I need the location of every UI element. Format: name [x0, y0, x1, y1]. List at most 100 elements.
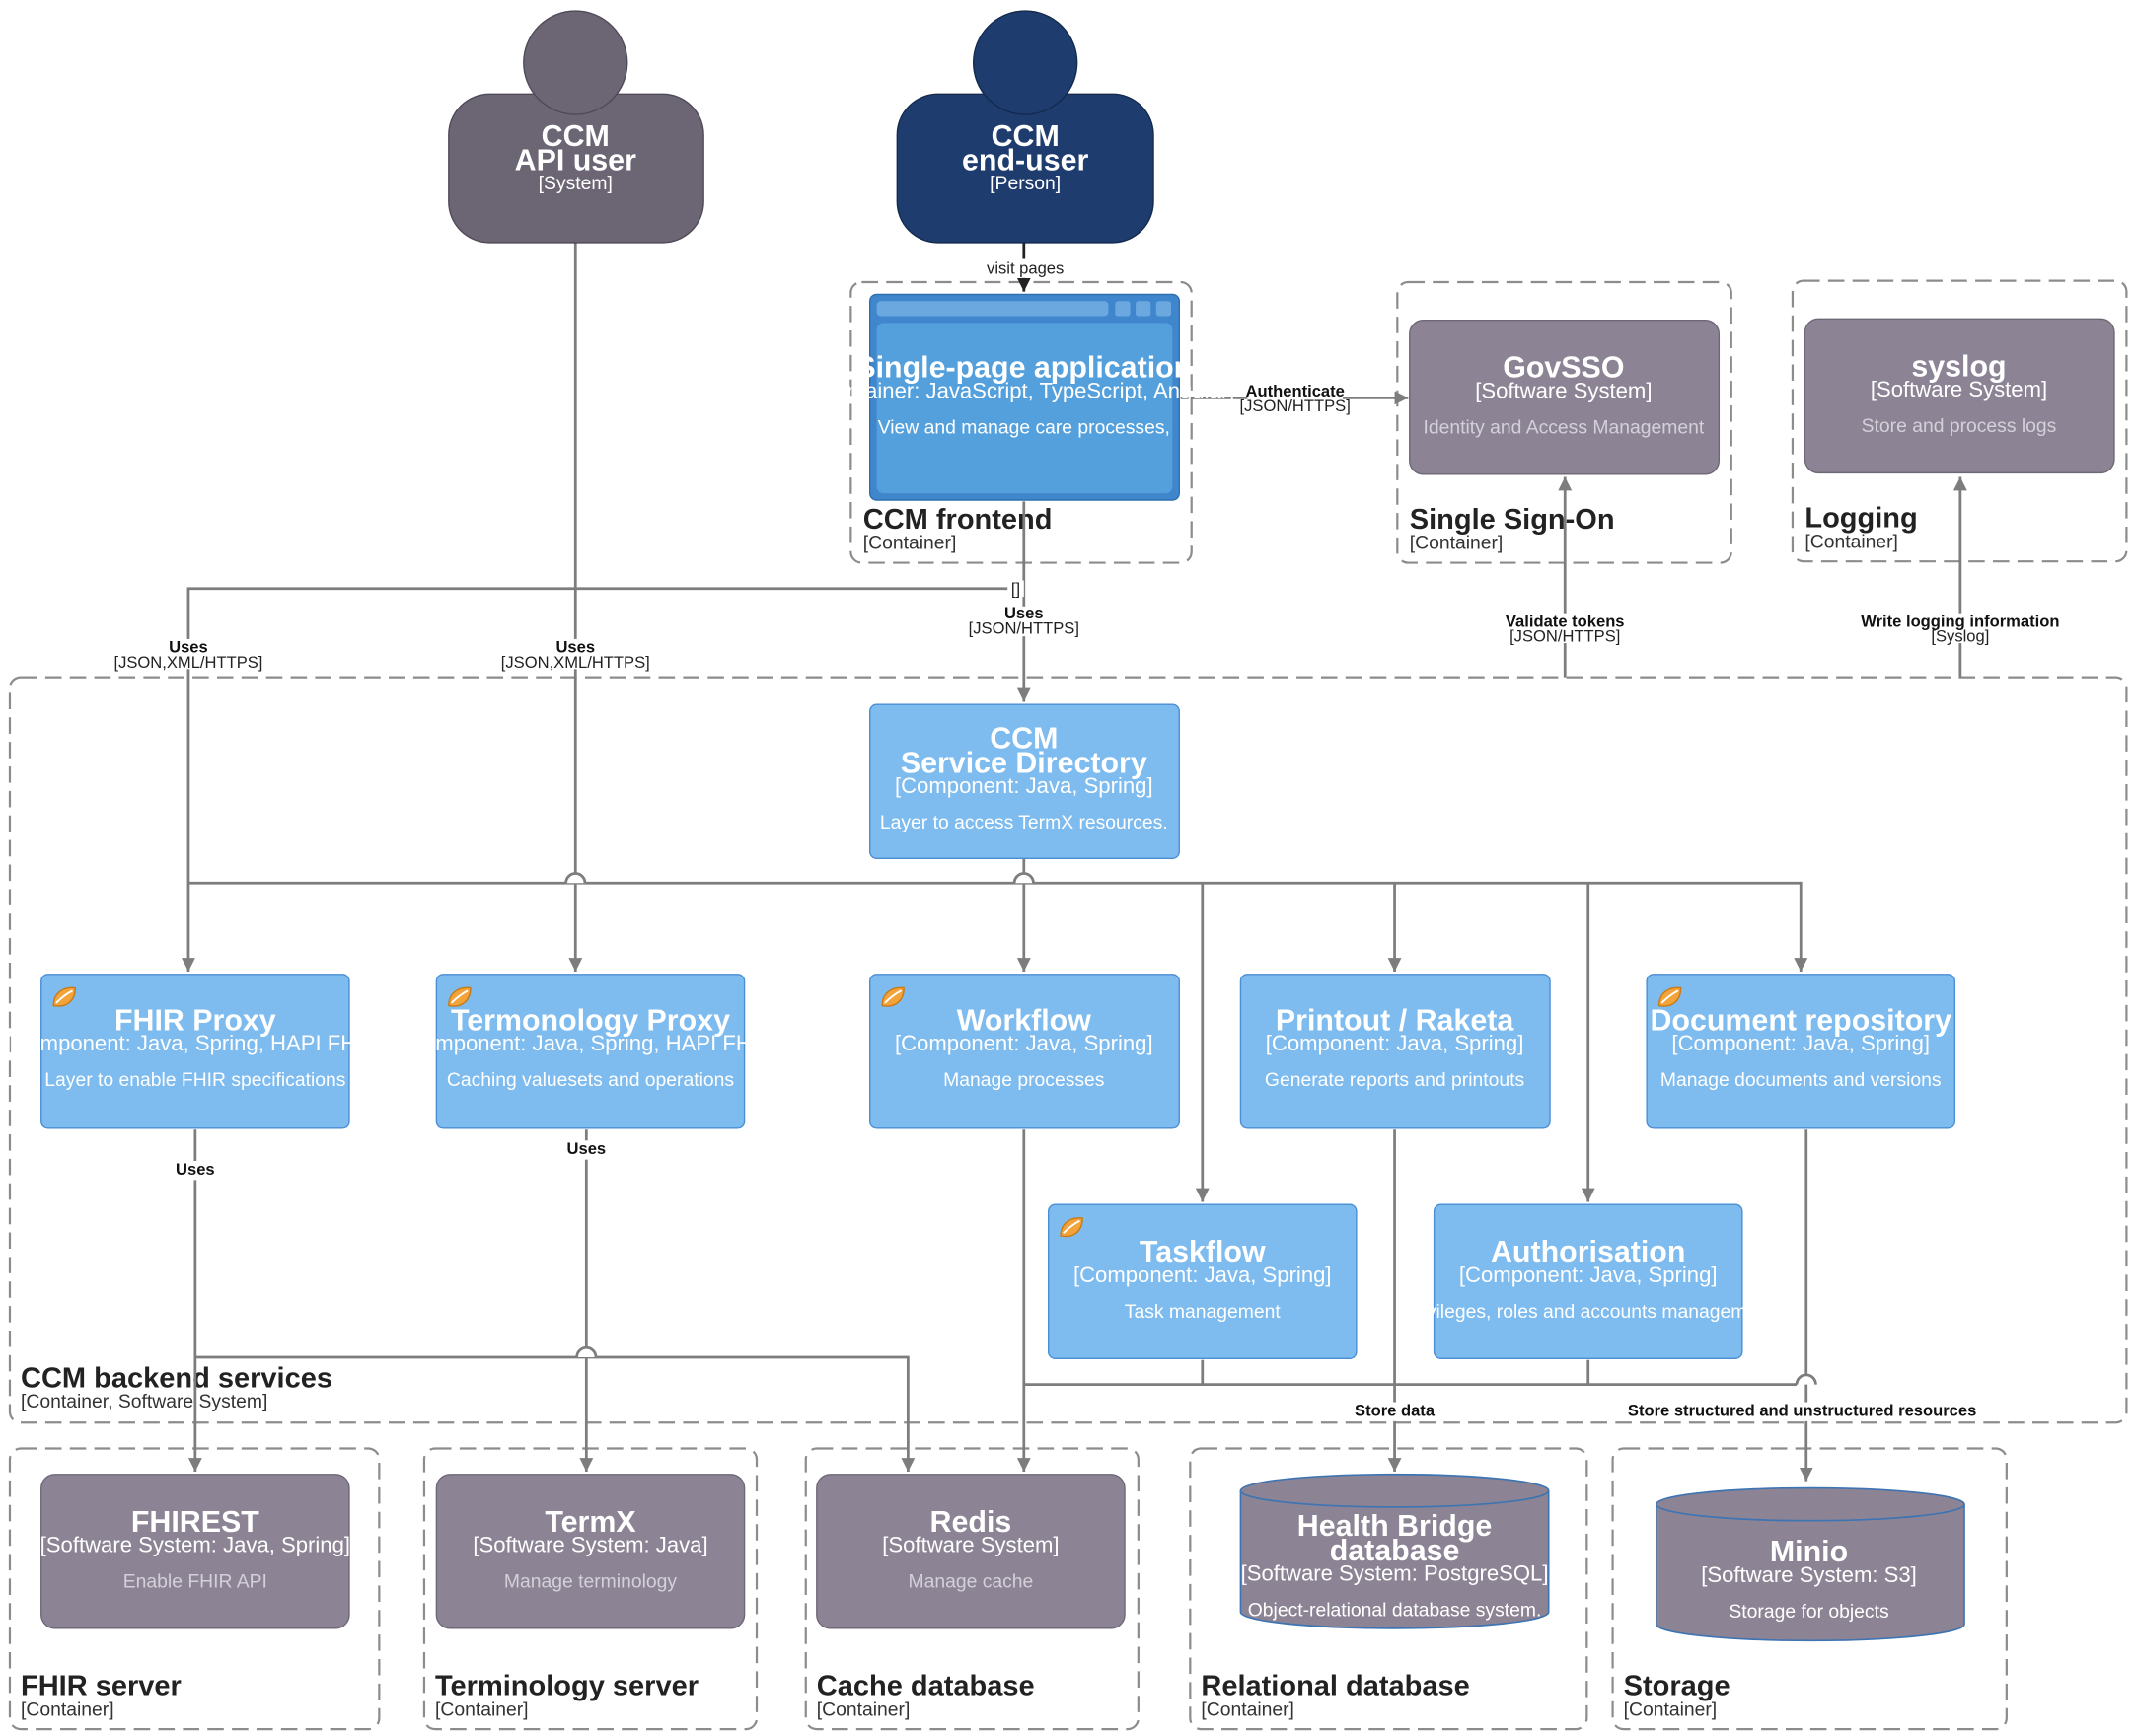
fhir-proxy-title: FHIR Proxy: [114, 1003, 276, 1037]
workflow-tech: [Component: Java, Spring]: [895, 1031, 1153, 1055]
redis-title: Redis: [930, 1505, 1012, 1539]
term-proxy-tech: [Component: Java, Spring, HAPI FHIR]: [402, 1031, 779, 1055]
spa-uses-tech: [JSON/HTTPS]: [969, 618, 1079, 637]
backend-group-title: CCM backend services: [21, 1362, 332, 1394]
govsso-title: GovSSO: [1503, 351, 1624, 385]
logging-group-title: Logging: [1804, 503, 1917, 535]
logging-group-sub: [Container]: [1804, 531, 1898, 552]
fhir-proxy-tech: [Component: Java, Spring, HAPI FHIR]: [6, 1031, 384, 1055]
sso-group-title: Single Sign-On: [1410, 504, 1615, 536]
api-user-head: [523, 10, 628, 115]
api-user-title2: API user: [515, 144, 636, 178]
end-user-actor: CCM end-user [Person]: [896, 10, 1154, 244]
term-proxy-desc: Caching valuesets and operations: [447, 1069, 734, 1091]
uses-mid-tech: [JSON,XML/HTTPS]: [501, 653, 650, 672]
minio-system: Minio [Software System: S3] Storage for …: [1655, 1486, 1965, 1642]
edge-hop: [564, 872, 587, 884]
term-proxy-title: Termonology Proxy: [451, 1003, 730, 1037]
store-data-label: Store data: [1355, 1401, 1436, 1419]
cache-db-group-title: Cache database: [817, 1671, 1035, 1702]
authorisation-component: Authorisation [Component: Java, Spring] …: [1403, 1203, 1774, 1360]
printout-desc: Generate reports and printouts: [1265, 1069, 1524, 1091]
fhirest-tech: [Software System: Java, Spring]: [40, 1533, 350, 1557]
sso-group-sub: [Container]: [1410, 533, 1504, 554]
term-proxy-component: Termonology Proxy [Component: Java, Spri…: [402, 974, 779, 1129]
cache-db-boundary: [804, 1447, 1140, 1731]
printout-tech: [Component: Java, Spring]: [1266, 1031, 1524, 1055]
govsso-desc: Identity and Access Management: [1423, 416, 1704, 438]
write-logging-label: Write logging information: [1861, 612, 2059, 630]
printout-component: Printout / Raketa [Component: Java, Spri…: [1239, 974, 1551, 1129]
term-server-group-sub: [Container]: [435, 1699, 529, 1720]
syslog-title: syslog: [1911, 349, 2006, 383]
uses-term-label: Uses: [567, 1139, 607, 1158]
fhir-proxy-component: FHIR Proxy [Component: Java, Spring, HAP…: [6, 974, 384, 1129]
uses-mid-label: Uses: [555, 638, 595, 657]
minio-tech: [Software System: S3]: [1701, 1562, 1917, 1587]
storage-boundary: [1611, 1447, 2008, 1731]
fhirest-title: FHIREST: [131, 1505, 259, 1539]
edge-hop: [1012, 872, 1035, 884]
taskflow-title: Taskflow: [1140, 1235, 1266, 1268]
authorisation-title: Authorisation: [1491, 1235, 1685, 1268]
store-resources-label: Store structured and unstructured resour…: [1628, 1401, 1976, 1419]
authenticate-tech: [JSON/HTTPS]: [1240, 397, 1351, 415]
taskflow-desc: Task management: [1125, 1301, 1282, 1323]
govsso-tech: [Software System]: [1475, 378, 1652, 402]
api-user-type: [System]: [539, 173, 613, 194]
backend-group-sub: [Container, Software System]: [21, 1391, 267, 1412]
spa-desc: View and manage care processes,: [878, 416, 1170, 438]
edges: [182, 242, 1967, 1482]
storage-group-title: Storage: [1624, 1671, 1730, 1702]
service-directory-title1: CCM: [990, 721, 1058, 755]
taskflow-component: Taskflow [Component: Java, Spring] Task …: [1047, 1203, 1358, 1360]
service-directory-component: CCM Service Directory [Component: Java, …: [868, 703, 1180, 860]
syslog-system: syslog [Software System] Store and proce…: [1804, 318, 2115, 474]
edge-labels: visit pages Authenticate [JSON/HTTPS] Va…: [113, 258, 2059, 1421]
taskflow-tech: [Component: Java, Spring]: [1073, 1263, 1332, 1287]
edge-hop: [1795, 1373, 1817, 1385]
end-user-head: [972, 10, 1078, 115]
workflow-component: Workflow [Component: Java, Spring] Manag…: [868, 974, 1180, 1129]
redis-desc: Manage cache: [909, 1570, 1034, 1592]
spa-container: Single-page application [Container: Java…: [813, 293, 1234, 501]
spa-tech: [Container: JavaScript, TypeScript, Angu…: [813, 378, 1234, 402]
storage-group-sub: [Container]: [1624, 1699, 1718, 1720]
validate-tokens-tech: [JSON/HTTPS]: [1509, 627, 1620, 646]
spa-title: Single-page application: [855, 351, 1192, 385]
rel-db-boundary: [1189, 1447, 1588, 1731]
healthdb-system: Health Bridge database [Software System:…: [1239, 1473, 1550, 1629]
workflow-desc: Manage processes: [943, 1069, 1104, 1091]
backend-boundary: [8, 676, 2128, 1424]
term-server-boundary: [422, 1447, 759, 1731]
redis-system: Redis [Software System] Manage cache: [816, 1474, 1126, 1629]
rel-db-group-title: Relational database: [1201, 1671, 1469, 1702]
healthdb-title1: Health Bridge: [1297, 1509, 1492, 1543]
govsso-system: GovSSO [Software System] Identity and Ac…: [1409, 319, 1721, 475]
docrepo-desc: Manage documents and versions: [1660, 1069, 1942, 1091]
validate-tokens-label: Validate tokens: [1506, 612, 1625, 630]
uses-left-label: Uses: [169, 638, 208, 657]
frontend-group-title: CCM frontend: [863, 504, 1053, 536]
edge-bus-left: [187, 858, 1026, 885]
fhir-proxy-desc: Layer to enable FHIR specifications: [44, 1069, 345, 1091]
end-user-type: [Person]: [990, 173, 1061, 194]
edge-hop: [575, 1345, 598, 1358]
term-server-group-title: Terminology server: [435, 1671, 699, 1702]
fhirest-system: FHIREST [Software System: Java, Spring] …: [40, 1474, 350, 1629]
fhir-server-group-title: FHIR server: [21, 1671, 182, 1702]
service-directory-tech: [Component: Java, Spring]: [895, 773, 1153, 798]
syslog-desc: Store and process logs: [1862, 415, 2057, 437]
termx-title: TermX: [545, 1505, 635, 1539]
fhirest-desc: Enable FHIR API: [123, 1570, 267, 1592]
rel-db-group-sub: [Container]: [1201, 1699, 1294, 1720]
fhir-server-group-sub: [Container]: [21, 1699, 114, 1720]
spa-uses-label: Uses: [1004, 604, 1044, 622]
uses-fhir-label: Uses: [176, 1160, 215, 1179]
healthdb-desc: Object-relational database system.: [1248, 1599, 1542, 1621]
authorisation-desc: Privileges, roles and accounts managemen…: [1403, 1301, 1774, 1323]
termx-system: TermX [Software System: Java] Manage ter…: [435, 1474, 746, 1629]
edge-bus-docrepo: [1023, 881, 1808, 972]
healthdb-title2: database: [1330, 1534, 1460, 1567]
